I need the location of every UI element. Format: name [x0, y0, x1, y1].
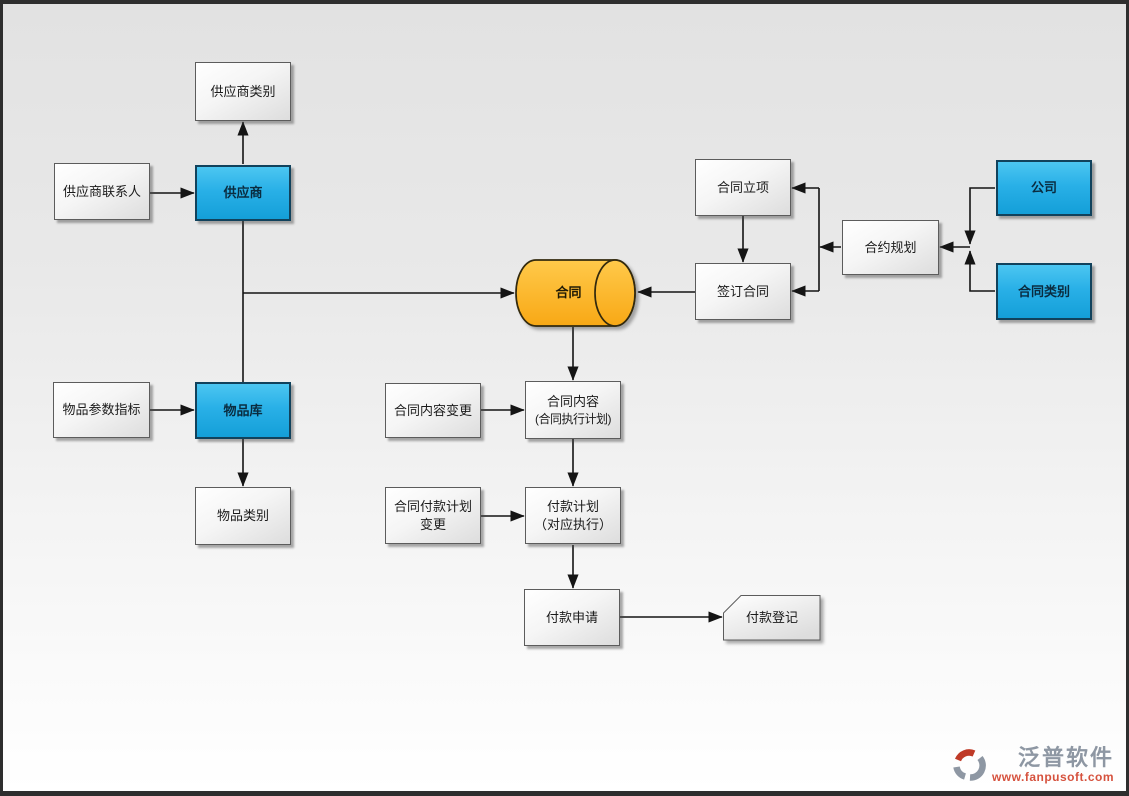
node-payment-plan: 付款计划 （对应执行） [525, 487, 621, 544]
node-label-line: 合同类别 [1017, 283, 1070, 299]
node-label-line: 供应商 [223, 185, 263, 201]
node-item-params: 物品参数指标 [53, 382, 150, 438]
node-contract-category: 合同类别 [996, 263, 1092, 320]
node-label-line: （对应执行） [533, 516, 612, 532]
fanpu-logo-icon [953, 749, 986, 781]
node-label: 签订合同 [717, 283, 769, 301]
node-label-line: 合同内容 [546, 394, 599, 410]
node-item-library: 物品库 [195, 382, 291, 439]
node-label-line: 物品参数指标 [62, 402, 141, 418]
node-label: 物品类别 [217, 507, 269, 525]
node-label: 供应商 [223, 184, 262, 202]
node-label: 合同内容(合同执行计划) [535, 393, 612, 427]
node-contract-content-change: 合同内容变更 [385, 383, 481, 438]
node-label-line: (合同执行计划) [535, 411, 612, 426]
node-payment-plan-change: 合同付款计划变更 [385, 487, 481, 544]
node-label-line: 公司 [1030, 180, 1057, 196]
node-label: 物品参数指标 [62, 401, 140, 419]
connector-company-to-junction [964, 187, 995, 245]
node-label-line: 变更 [419, 516, 446, 532]
watermark-brand: 泛普软件 [1017, 745, 1114, 770]
node-label: 公司 [1031, 179, 1057, 197]
node-label: 付款计划 （对应执行） [534, 498, 612, 533]
node-label-line: 签订合同 [716, 283, 769, 299]
node-label: 合同立项 [717, 179, 769, 197]
card-shape [723, 595, 821, 641]
node-label: 合同内容变更 [394, 402, 472, 420]
node-payment-register: 付款登记 [723, 595, 821, 641]
node-contract-planning: 合约规划 [842, 220, 939, 275]
node-label-line: 合同立项 [716, 179, 769, 195]
node-label-line: 付款登记 [745, 610, 798, 626]
node-supplier-category: 供应商类别 [195, 62, 291, 121]
node-company: 公司 [996, 160, 1092, 216]
node-label-line: 物品类别 [216, 508, 269, 524]
node-label: 物品库 [223, 402, 262, 420]
node-label-line: 供应商联系人 [62, 183, 141, 199]
node-label-line: 供应商类别 [210, 83, 276, 99]
node-label: 合约规划 [864, 239, 916, 257]
node-contract: 合同 [515, 259, 636, 327]
node-supplier: 供应商 [195, 165, 291, 221]
watermark-url: www.fanpusoft.com [991, 770, 1114, 784]
node-sign-contract: 签订合同 [695, 263, 791, 320]
node-label: 合同类别 [1018, 283, 1070, 301]
node-label: 合同付款计划变更 [394, 498, 472, 533]
node-label-line: 物品库 [223, 402, 263, 418]
node-supplier-contact: 供应商联系人 [54, 163, 150, 220]
connector-contract-category-to-junction [964, 250, 995, 292]
node-label-line: 付款计划 [546, 498, 599, 514]
node-contract-content: 合同内容(合同执行计划) [525, 381, 621, 439]
node-label: 付款登记 [746, 609, 798, 627]
node-label-line: 付款申请 [545, 609, 598, 625]
node-label-line: 合同 [555, 285, 582, 301]
node-label: 供应商类别 [210, 83, 275, 101]
node-item-category: 物品类别 [195, 487, 291, 545]
node-contract-initiation: 合同立项 [695, 159, 791, 216]
node-label-line: 合同付款计划 [393, 498, 472, 514]
node-label-line: 合约规划 [864, 239, 917, 255]
node-label: 付款申请 [546, 609, 598, 627]
node-label: 供应商联系人 [63, 183, 141, 201]
cylinder-shape [515, 259, 636, 327]
node-label-line: 合同内容变更 [393, 402, 472, 418]
node-payment-request: 付款申请 [524, 589, 620, 646]
node-label: 合同 [555, 284, 581, 302]
